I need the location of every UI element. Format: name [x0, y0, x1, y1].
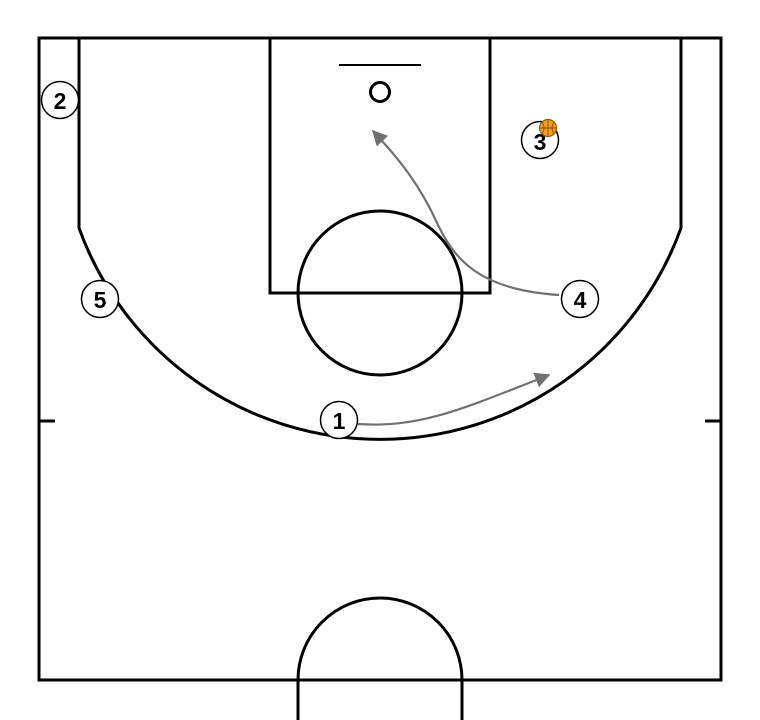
cut-arrow-player-1 [357, 372, 551, 426]
court-lines [37, 36, 723, 720]
player-2-marker [40, 80, 80, 120]
player-4-marker [560, 279, 600, 319]
player-5-label: 5 [94, 287, 107, 313]
player-3: 3 [520, 119, 560, 160]
cut-arrow-player-4 [371, 129, 560, 297]
paint-lane [268, 36, 492, 295]
player-4-label: 4 [574, 287, 587, 313]
player-1-label: 1 [333, 408, 346, 434]
movement-arrows [357, 129, 560, 426]
player-5-marker [80, 279, 120, 319]
player-4: 4 [560, 279, 600, 319]
player-5: 5 [80, 279, 120, 319]
three-point-line [77, 38, 683, 441]
court-boundary [37, 36, 723, 682]
free-throw-circle [296, 209, 464, 377]
center-circle [296, 596, 464, 720]
players: 1 2 3 4 5 [40, 80, 600, 440]
basket-rim [369, 81, 391, 103]
player-2-label: 2 [54, 88, 67, 114]
player-1: 1 [319, 400, 359, 440]
basketball-icon [539, 119, 557, 137]
player-2: 2 [40, 80, 80, 120]
player-1-marker [319, 400, 359, 440]
